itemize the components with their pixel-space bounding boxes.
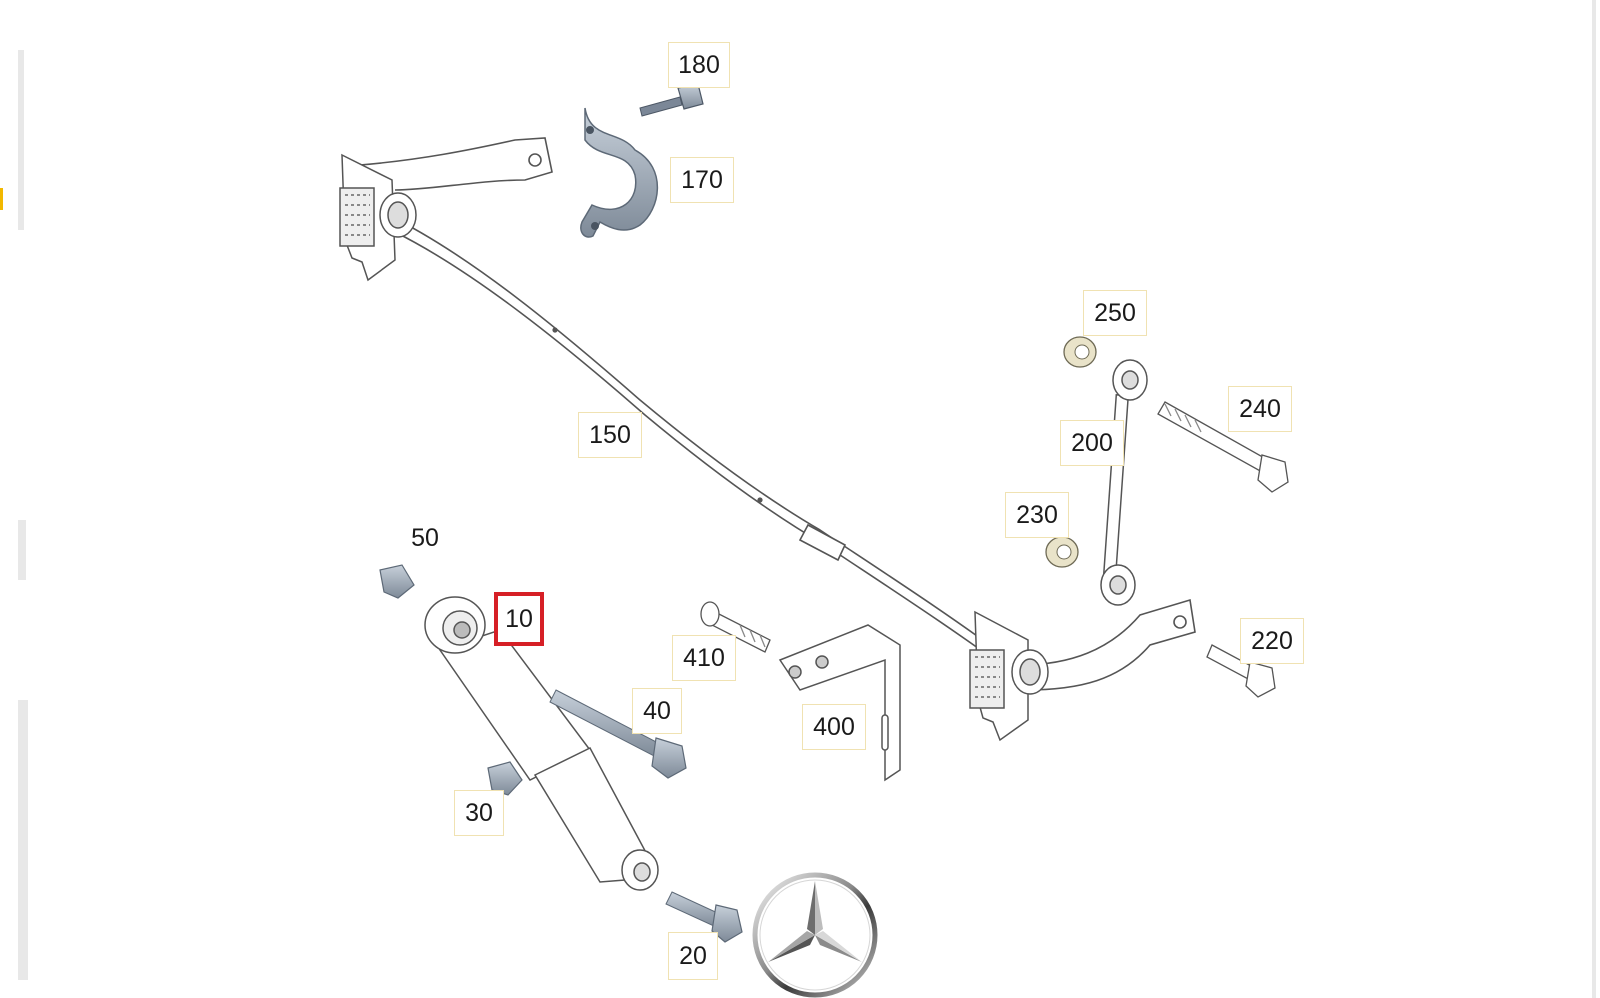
callout-part-230[interactable]: 230 (1005, 492, 1069, 538)
callout-part-50[interactable]: 50 (400, 518, 450, 558)
callout-part-410[interactable]: 410 (672, 635, 736, 681)
bolt-20 (665, 891, 743, 943)
mercedes-benz-star-logo (752, 872, 878, 998)
callout-part-200[interactable]: 200 (1060, 420, 1124, 466)
nut-50 (379, 564, 415, 599)
bolt-410 (700, 601, 771, 653)
callout-part-240[interactable]: 240 (1228, 386, 1292, 432)
shock-absorber-10 (424, 596, 659, 891)
nut-250 (1063, 336, 1097, 368)
nut-30 (487, 761, 523, 796)
callout-part-10-selected[interactable]: 10 (494, 592, 544, 646)
stabilizer-bar (359, 137, 1196, 691)
callout-part-220[interactable]: 220 (1240, 618, 1304, 664)
callout-part-20[interactable]: 20 (668, 932, 718, 980)
link-rod-200 (1100, 359, 1148, 606)
callout-part-180[interactable]: 180 (668, 42, 730, 88)
callout-part-250[interactable]: 250 (1083, 290, 1147, 336)
callout-part-400[interactable]: 400 (802, 704, 866, 750)
clamp-part (580, 107, 659, 238)
bolt-240 (1157, 401, 1289, 493)
callout-part-170[interactable]: 170 (670, 157, 734, 203)
bolt-180 (639, 83, 704, 117)
right-bushing-bracket (969, 610, 1049, 742)
callout-part-40[interactable]: 40 (632, 688, 682, 734)
left-bushing-bracket (339, 153, 417, 282)
bolt-40 (549, 689, 687, 779)
callout-part-150[interactable]: 150 (578, 412, 642, 458)
callout-part-30[interactable]: 30 (454, 790, 504, 836)
bracket-400 (778, 624, 901, 782)
